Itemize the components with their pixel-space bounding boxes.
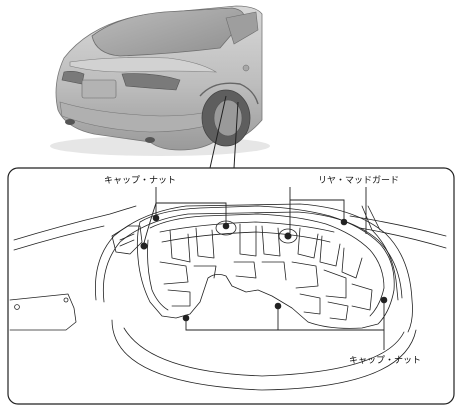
cap-nut <box>222 222 230 230</box>
cap-nut <box>380 296 388 304</box>
leader-lines <box>143 187 385 350</box>
cap-nut-label-lower: キャップ・ナット <box>349 356 422 366</box>
wheel-well-detail <box>9 203 447 391</box>
cap-nut <box>340 218 348 226</box>
cap-nut <box>140 242 148 250</box>
zoom-leader <box>209 95 239 169</box>
detail-frame <box>7 167 455 405</box>
cap-nut-label-upper: キャップ・ナット <box>104 176 177 186</box>
cap-nut <box>284 232 292 240</box>
cap-nut <box>152 214 160 222</box>
car-rear-illustration <box>50 5 270 156</box>
cap-nut <box>274 302 282 310</box>
rear-mudguard-label: リヤ・マッドガード <box>318 176 400 186</box>
cap-nuts <box>140 214 388 322</box>
cap-nut <box>182 314 190 322</box>
